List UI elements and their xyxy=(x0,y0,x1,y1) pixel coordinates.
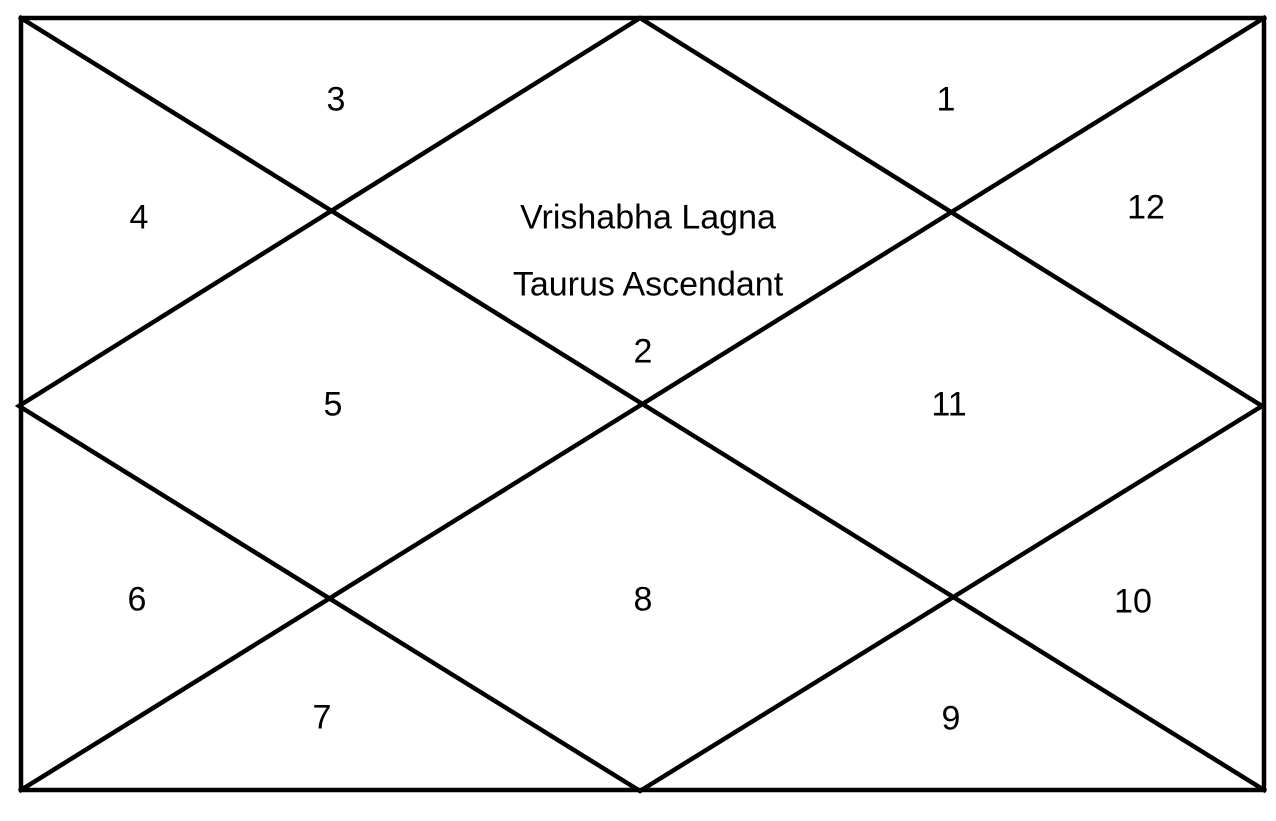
house-1-number: 1 xyxy=(936,80,956,119)
house-6-number: 6 xyxy=(127,580,147,619)
diagonal-tr-bl xyxy=(17,14,1268,794)
house-7-number: 7 xyxy=(312,698,332,737)
center-diamond xyxy=(14,15,1267,794)
house-10-number: 10 xyxy=(1114,582,1152,621)
house-2-number: 2 xyxy=(633,332,653,371)
house-4-number: 4 xyxy=(129,198,149,237)
house-12-number: 12 xyxy=(1127,188,1165,227)
house-11-number: 11 xyxy=(931,385,967,424)
house-8-number: 8 xyxy=(633,580,653,619)
lagna-title: Vrishabha Lagna xyxy=(520,198,776,237)
house-5-number: 5 xyxy=(323,385,343,424)
house-3-number: 3 xyxy=(326,80,346,119)
house-9-number: 9 xyxy=(941,699,961,738)
ascendant-title: Taurus Ascendant xyxy=(512,265,784,304)
